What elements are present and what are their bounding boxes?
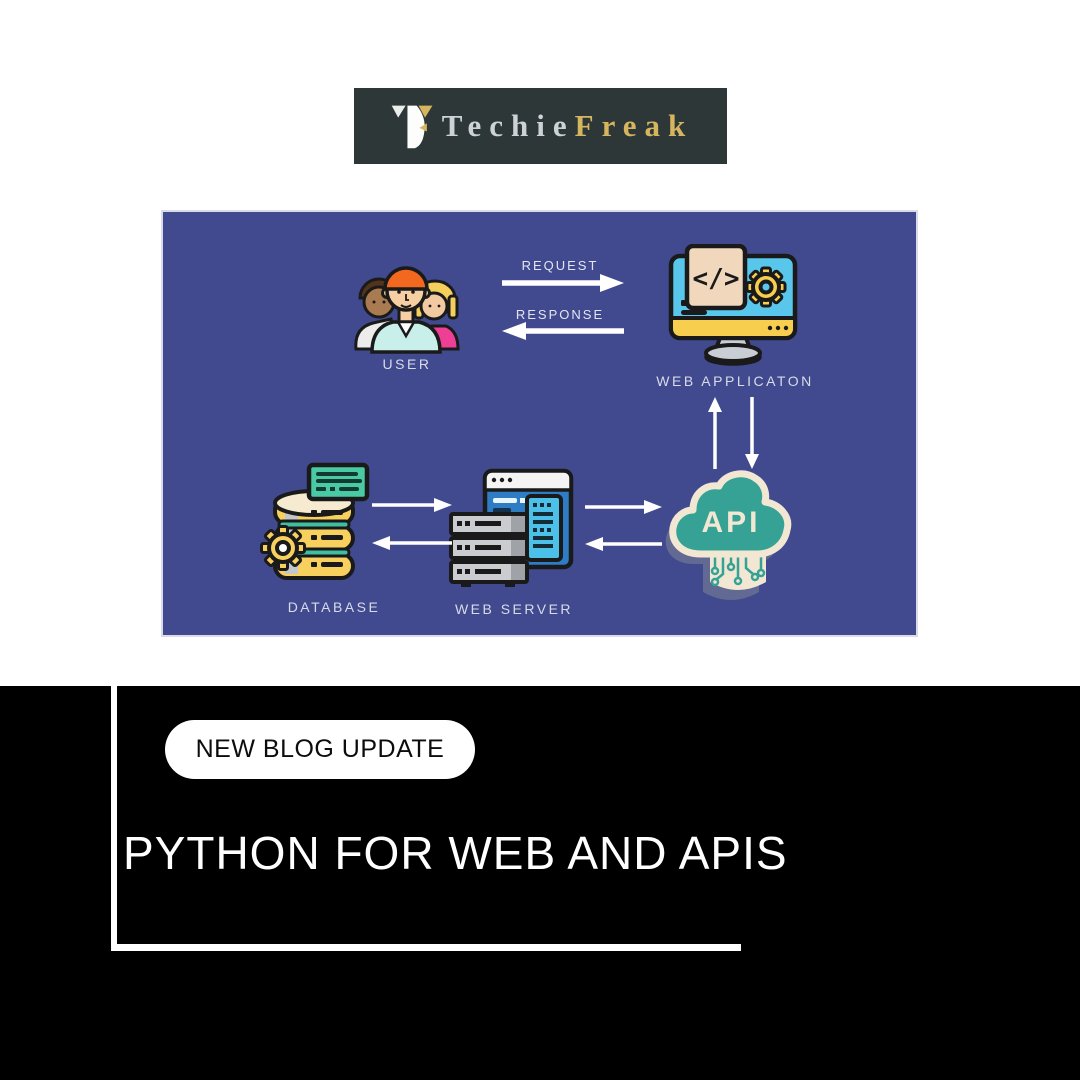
web-application-label: WEB APPLICATON <box>656 373 814 389</box>
gear-icon <box>260 525 306 571</box>
api-to-app-arrow <box>708 397 722 469</box>
blog-title: PYTHON FOR WEB AND APIS <box>123 827 788 879</box>
web-application-icon: </> <box>668 244 798 366</box>
code-glyph: </> <box>693 264 740 294</box>
request-label: REQUEST <box>521 258 599 273</box>
server-to-api-arrow <box>585 500 662 514</box>
gear-icon <box>745 266 787 308</box>
web-server-label: WEB SERVER <box>454 601 574 617</box>
brand-wordmark: TechieFreak <box>442 108 694 144</box>
frame-left-line <box>111 686 117 951</box>
announcement-band <box>0 686 1080 1080</box>
web-server-icon <box>449 468 574 587</box>
logo-banner: TechieFreak <box>354 88 727 164</box>
user-label: USER <box>382 356 432 372</box>
request-arrow <box>502 274 624 292</box>
new-blog-badge: NEW BLOG UPDATE <box>165 720 475 779</box>
response-label: RESPONSE <box>515 307 605 322</box>
database-label: DATABASE <box>287 599 381 615</box>
response-arrow <box>502 322 624 340</box>
app-to-api-arrow <box>745 397 759 469</box>
database-to-server-arrow <box>372 498 452 512</box>
brand-second: Freak <box>574 108 694 143</box>
server-card <box>306 462 370 502</box>
api-cloud-icon: API <box>665 470 792 600</box>
user-icon <box>354 266 460 354</box>
brand-first: Techie <box>441 108 575 143</box>
database-icon <box>260 462 370 580</box>
frame-bottom-line <box>111 944 741 951</box>
techiefreak-logo-icon <box>391 105 433 149</box>
api-label: API <box>701 506 760 539</box>
api-to-server-arrow <box>585 537 662 551</box>
server-to-database-arrow <box>372 536 452 550</box>
architecture-diagram: USER REQUEST RESPONSE </> <box>161 210 918 637</box>
